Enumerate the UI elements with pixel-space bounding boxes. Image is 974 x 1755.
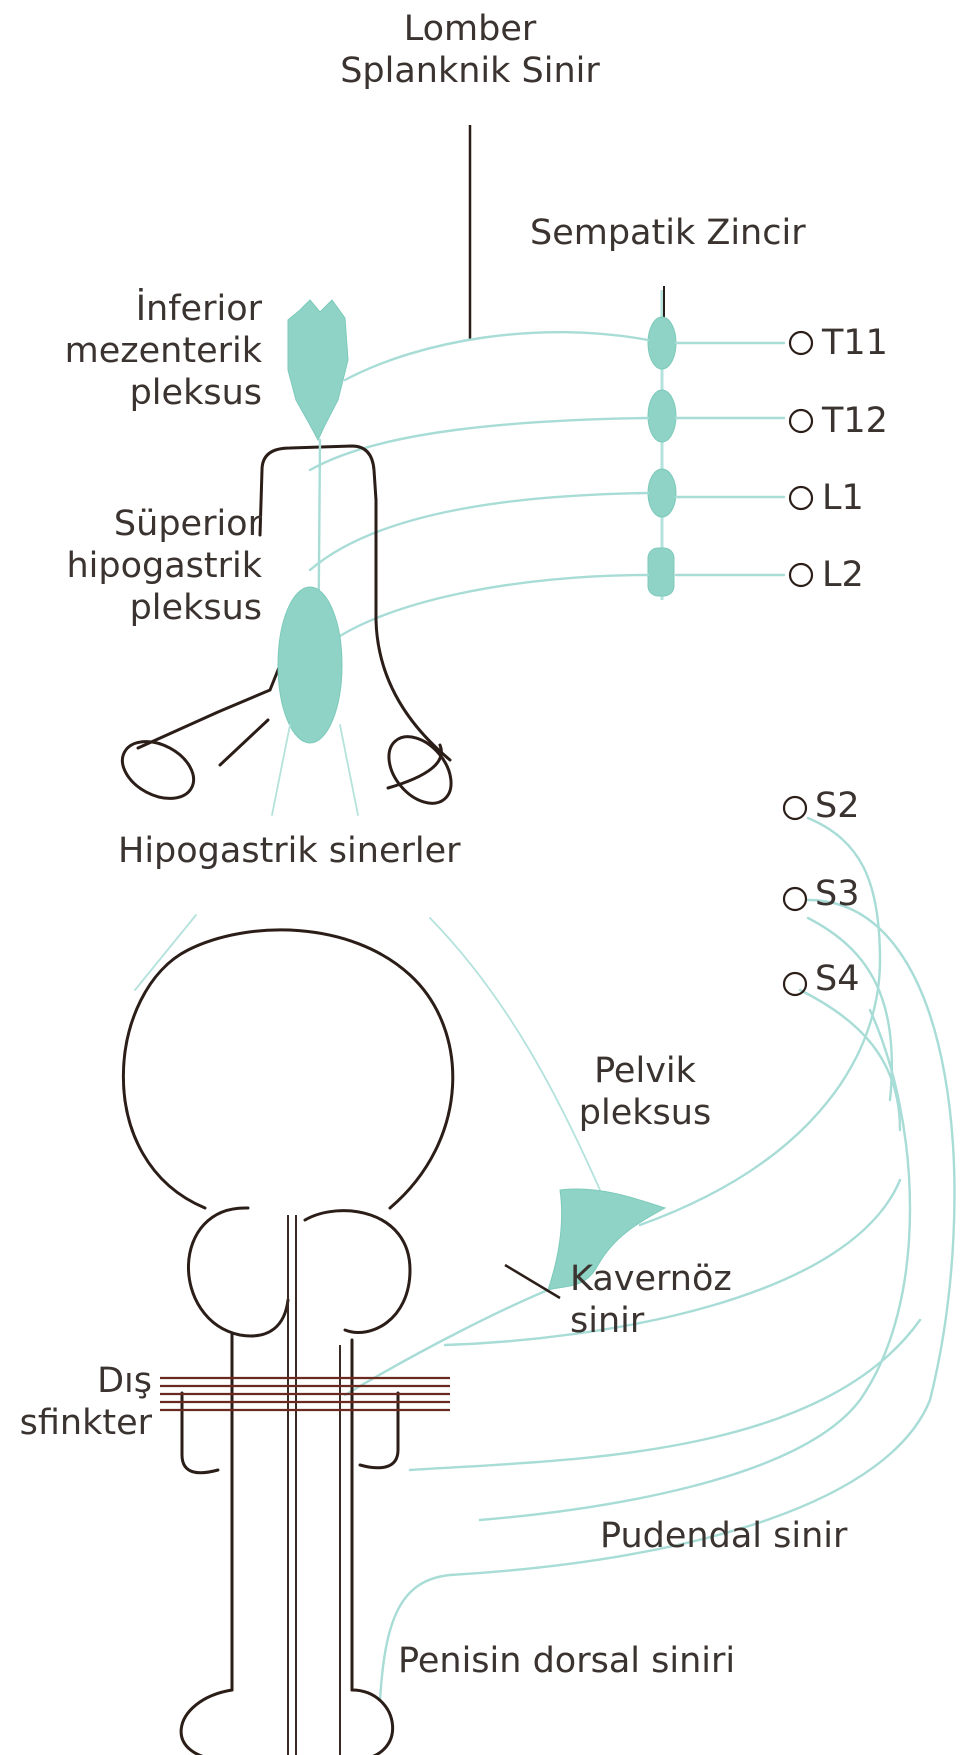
superior-hypogastric-label: Süperior hipogastrik pleksus — [0, 503, 262, 629]
segment-circle-s3 — [784, 888, 806, 910]
segment-circle-s2 — [784, 797, 806, 819]
cavernous-nerve-label: Kavernöz sinir — [570, 1258, 732, 1342]
hypogastric-nerves-label: Hipogastrik sinerler — [118, 830, 461, 872]
pelvic-plexus-label: Pelvik pleksus — [555, 1050, 735, 1134]
segment-circle-t12 — [790, 410, 812, 432]
splanchnic-connections — [310, 332, 648, 650]
segment-label-l2: L2 — [822, 554, 864, 596]
external-sphincter-bands — [160, 1378, 450, 1410]
segment-rami — [676, 343, 784, 575]
chain-ganglion-l1 — [648, 469, 676, 517]
segment-circle-s4 — [784, 973, 806, 995]
pudendal-nerve-label: Pudendal sinir — [600, 1515, 847, 1557]
segment-label-s2: S2 — [815, 785, 860, 827]
segment-label-s3: S3 — [815, 873, 860, 915]
segment-label-l1: L1 — [822, 477, 864, 519]
segment-circle-l2 — [790, 564, 812, 586]
segment-label-t12: T12 — [822, 400, 888, 442]
chain-ganglion-t11 — [648, 317, 676, 369]
inferior-mesenteric-plexus — [288, 300, 348, 440]
segment-markers — [784, 332, 812, 995]
chain-ganglion-t12 — [648, 390, 676, 442]
segment-circle-t11 — [790, 332, 812, 354]
inferior-mesenteric-label: İnferior mezenterik pleksus — [0, 288, 262, 414]
sympathetic-chain — [648, 286, 676, 600]
chain-ganglion-l2 — [648, 548, 674, 596]
dorsal-nerve-label: Penisin dorsal siniri — [398, 1640, 735, 1682]
bladder-outline — [123, 930, 452, 1755]
segment-label-t11: T11 — [822, 322, 888, 364]
superior-hypogastric-plexus — [278, 587, 342, 743]
external-sphincter-label: Dış sfinkter — [0, 1360, 152, 1444]
segment-label-s4: S4 — [815, 958, 860, 1000]
hypogastric-nerves — [135, 725, 600, 1190]
lumbar-splanchnic-label: Lomber Splanknik Sinir — [340, 8, 600, 92]
segment-circle-l1 — [790, 487, 812, 509]
sympathetic-chain-label: Sempatik Zincir — [530, 212, 806, 254]
